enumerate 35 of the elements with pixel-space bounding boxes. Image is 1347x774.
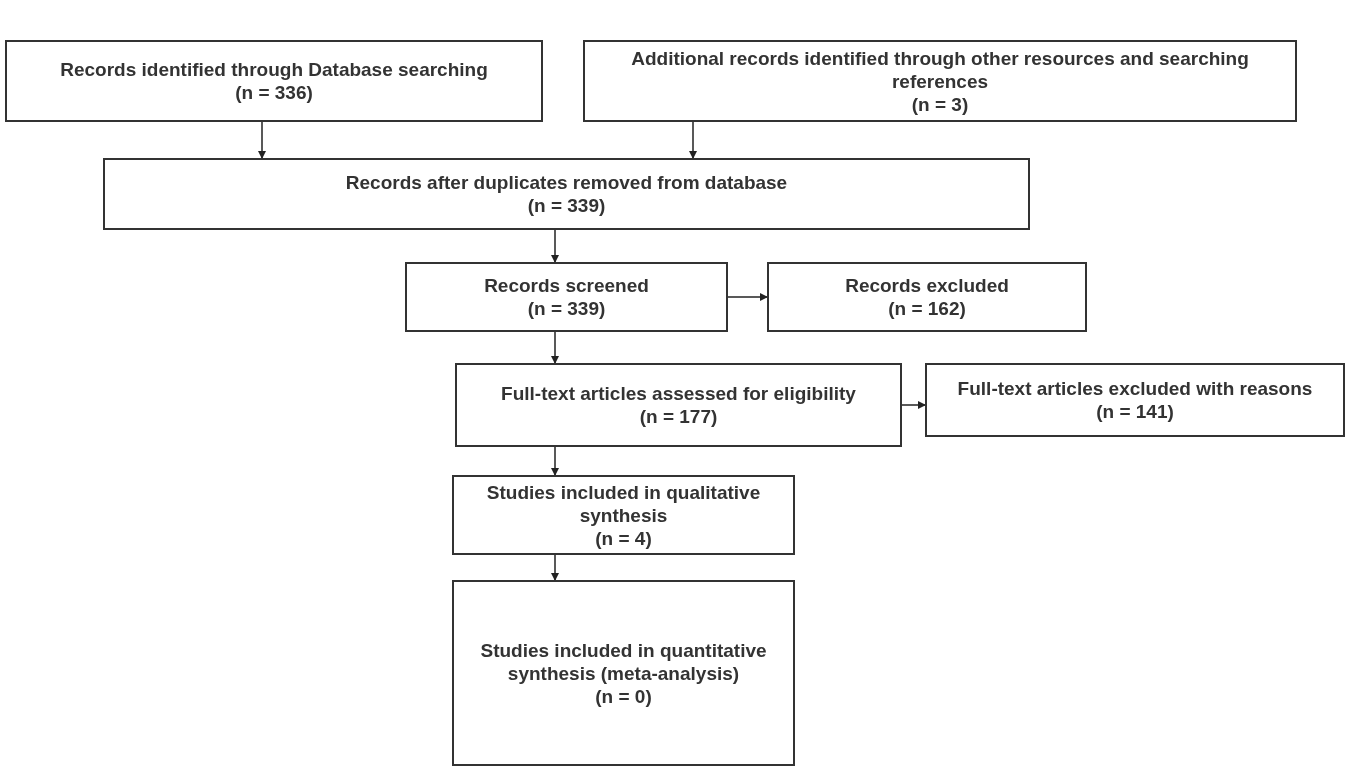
- process-box: [925, 363, 1345, 437]
- box-text: Records excluded: [845, 274, 1009, 297]
- count-text: (n = 177): [639, 405, 718, 428]
- box-text: Studies included in quantitative synthesis (meta-analysis): [479, 638, 768, 685]
- count-text: (n = 339): [527, 297, 606, 320]
- box-text: Records screened: [484, 274, 649, 297]
- box-text: Additional records identified through other resources and searching references: [630, 46, 1250, 93]
- count-text: (n = 141): [1096, 400, 1174, 423]
- arrow: [258, 121, 266, 159]
- arrow: [551, 331, 559, 364]
- process-box: [103, 158, 1030, 230]
- box-text: Records identified through Database searching: [60, 58, 488, 81]
- arrow: [901, 401, 926, 409]
- arrow: [727, 293, 768, 301]
- process-box: [455, 363, 902, 447]
- count-text: (n = 162): [888, 297, 966, 320]
- box-text: Studies included in qualitative synthesis: [485, 480, 762, 527]
- count-text: (n = 3): [911, 92, 969, 116]
- process-box: [452, 580, 795, 766]
- box-text: Records after duplicates removed from database: [345, 171, 788, 194]
- box-text: Full-text articles excluded with reasons: [957, 377, 1313, 400]
- count-text: (n = 336): [235, 81, 313, 104]
- box-text: Full-text articles assessed for eligibility: [501, 382, 856, 405]
- count-text: (n = 0): [595, 684, 652, 708]
- process-box: [583, 40, 1297, 122]
- process-box: [405, 262, 728, 332]
- arrow: [551, 446, 559, 476]
- process-box: [5, 40, 543, 122]
- arrow: [689, 121, 697, 159]
- process-box: [767, 262, 1087, 332]
- count-text: (n = 339): [527, 194, 606, 217]
- count-text: (n = 4): [595, 526, 652, 550]
- arrow: [551, 229, 559, 263]
- process-box: [452, 475, 795, 555]
- arrow: [551, 554, 559, 581]
